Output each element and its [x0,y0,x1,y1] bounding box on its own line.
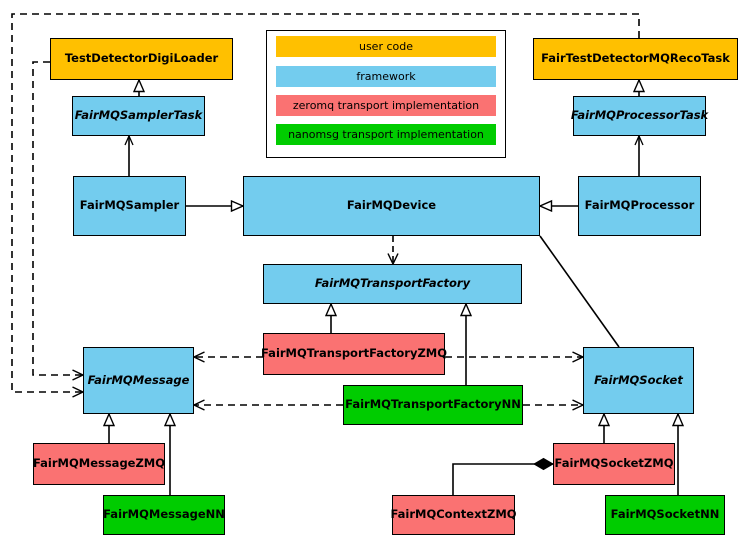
class-node-label: FairTestDetectorMQRecoTask [541,51,730,66]
class-node-FairMQTransportFactory[interactable]: FairMQTransportFactory [263,264,522,304]
class-node-label: FairMQSamplerTask [74,108,203,123]
class-node-FairMQSampler[interactable]: FairMQSampler [73,176,186,236]
class-node-label: FairMQSocketNN [610,507,720,522]
class-node-label: TestDetectorDigiLoader [64,51,219,66]
edge-contextzmq-to-socketzmq [452,457,554,495]
edge-device-to-socket [539,235,620,348]
class-node-FairMQSocketZMQ[interactable]: FairMQSocketZMQ [553,443,675,485]
class-node-FairMQProcessorTask[interactable]: FairMQProcessorTask [570,96,709,136]
edge-digiloader-to-message [32,61,85,381]
legend-label-nanomsg: nanomsg transport implementation [288,128,484,141]
legend-item-nanomsg: nanomsg transport implementation [276,124,496,145]
class-node-FairMQProcessor[interactable]: FairMQProcessor [578,176,701,236]
class-node-FairTestDetectorMQRecoTask[interactable]: FairTestDetectorMQRecoTask [533,38,738,80]
legend-item-framework: framework [276,66,496,87]
class-node-label: FairMQMessage [87,372,190,387]
class-node-label: FairMQSocketZMQ [554,456,674,471]
class-node-FairMQSocket[interactable]: FairMQSocket [583,347,694,414]
class-node-label: FairMQSocket [594,372,683,387]
class-node-label: FairMQMessageNN [103,507,225,522]
class-node-label: FairMQDevice [346,198,437,213]
class-node-FairMQMessageZMQ[interactable]: FairMQMessageZMQ [33,443,165,485]
class-node-label: FairMQTransportFactoryZMQ [261,346,448,361]
class-node-label: FairMQTransportFactoryNN [345,397,521,412]
class-node-label: FairMQSampler [79,198,180,213]
class-node-FairMQTransportFactoryNN[interactable]: FairMQTransportFactoryNN [343,385,523,425]
legend-label-zeromq: zeromq transport implementation [292,99,480,112]
class-node-FairMQMessageNN[interactable]: FairMQMessageNN [103,495,225,535]
legend-label-framework: framework [356,70,416,83]
class-node-FairMQTransportFactoryZMQ[interactable]: FairMQTransportFactoryZMQ [261,333,448,375]
class-node-FairMQSocketNN[interactable]: FairMQSocketNN [605,495,725,535]
class-node-label: FairMQProcessor [584,198,695,213]
class-node-label: FairMQTransportFactory [314,276,471,291]
class-node-label: FairMQContextZMQ [390,507,517,522]
class-node-FairMQDevice[interactable]: FairMQDevice [243,176,540,236]
class-node-TestDetectorDigiLoader[interactable]: TestDetectorDigiLoader [50,38,233,80]
legend-item-user-code: user code [276,36,496,57]
legend-item-zeromq: zeromq transport implementation [276,95,496,116]
class-node-FairMQContextZMQ[interactable]: FairMQContextZMQ [390,495,517,535]
class-node-label: FairMQMessageZMQ [32,456,166,471]
class-node-FairMQMessage[interactable]: FairMQMessage [83,347,194,414]
legend-label-user-code: user code [358,40,414,53]
class-node-label: FairMQProcessorTask [570,108,709,123]
class-node-FairMQSamplerTask[interactable]: FairMQSamplerTask [72,96,205,136]
edge-recotask-to-message [11,13,640,398]
